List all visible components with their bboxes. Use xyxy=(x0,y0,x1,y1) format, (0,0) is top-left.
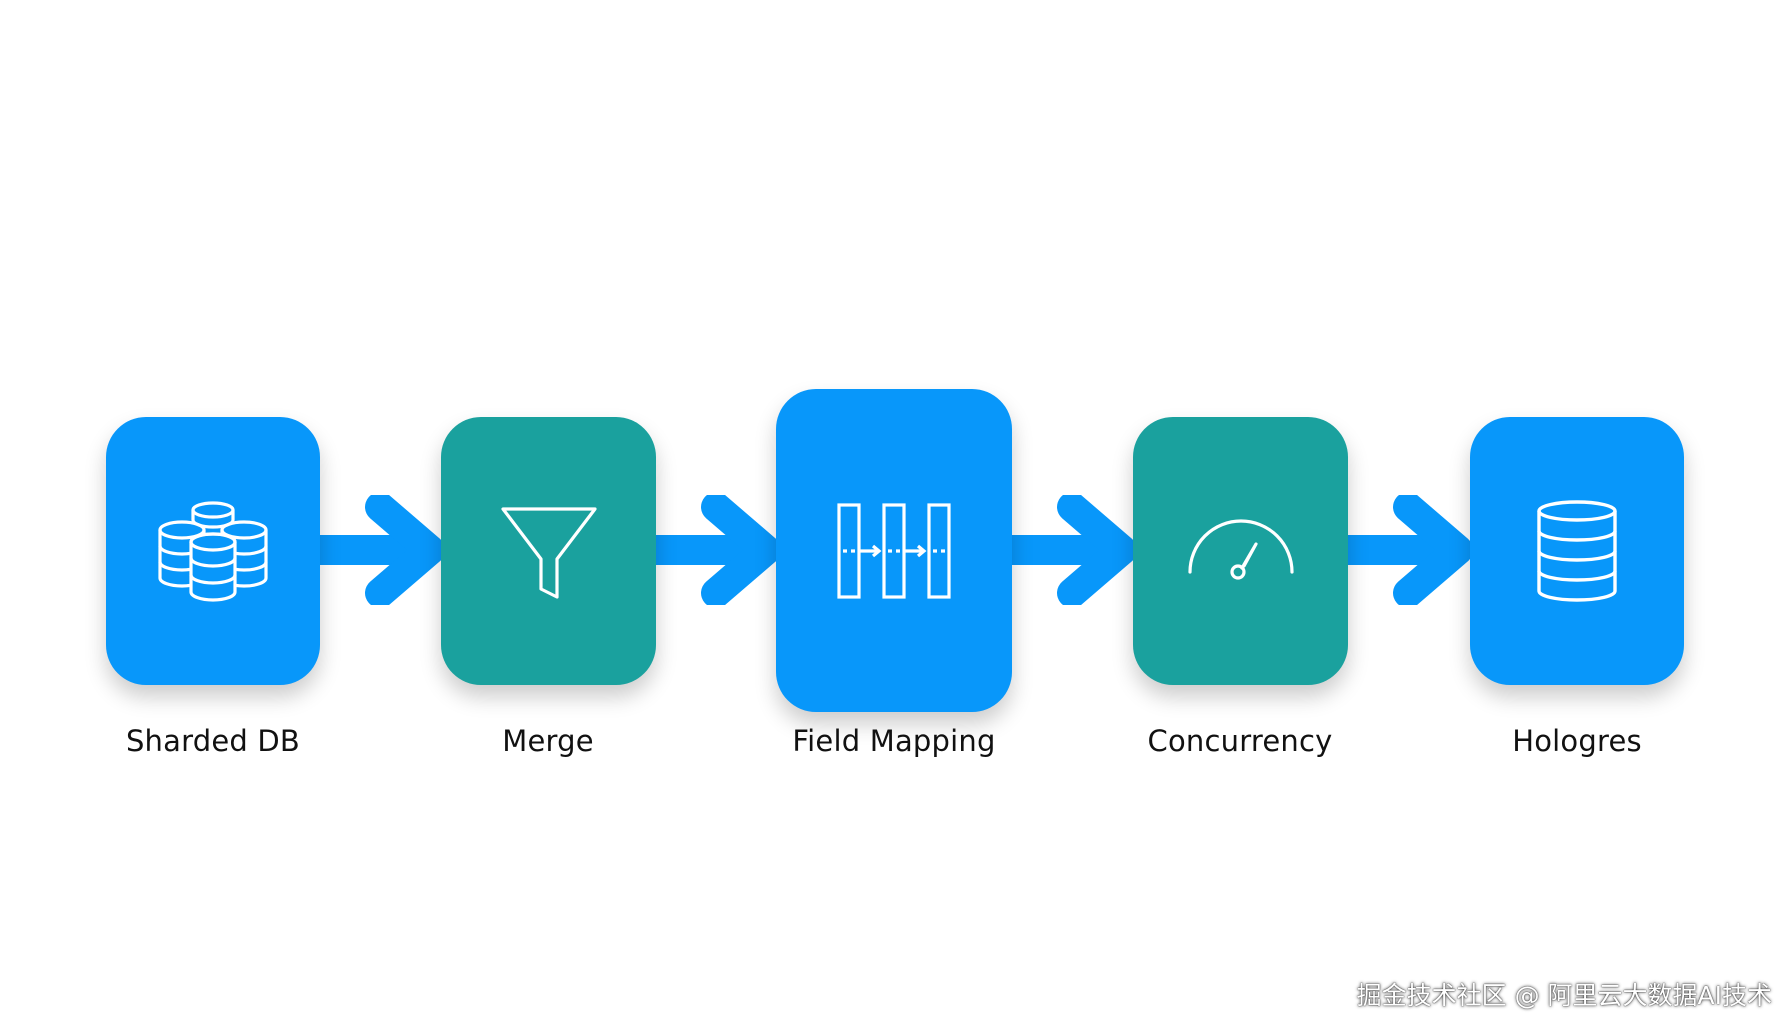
field-mapping-icon xyxy=(837,502,951,599)
funnel-icon xyxy=(500,507,597,599)
database-icon xyxy=(1537,500,1617,602)
arrow-1-to-2 xyxy=(318,495,444,605)
step-label-merge: Merge xyxy=(502,724,594,758)
step-label-field-mapping: Field Mapping xyxy=(792,724,996,758)
step-label-hologres: Hologres xyxy=(1512,724,1642,758)
node-concurrency xyxy=(1133,417,1348,685)
node-merge xyxy=(441,417,656,685)
step-label-sharded-db: Sharded DB xyxy=(125,724,301,758)
sharded-database-icon xyxy=(158,501,268,602)
arrow-4-to-5 xyxy=(1346,495,1472,605)
node-sharded-db xyxy=(106,417,320,685)
step-label-concurrency: Concurrency xyxy=(1147,724,1333,758)
arrow-2-to-3 xyxy=(654,495,780,605)
gauge-icon xyxy=(1187,519,1294,580)
watermark-text: 掘金技术社区 @ 阿里云大数据AI技术 xyxy=(1356,981,1772,1010)
node-hologres xyxy=(1470,417,1684,685)
node-field-mapping xyxy=(776,389,1012,712)
arrow-3-to-4 xyxy=(1010,495,1136,605)
